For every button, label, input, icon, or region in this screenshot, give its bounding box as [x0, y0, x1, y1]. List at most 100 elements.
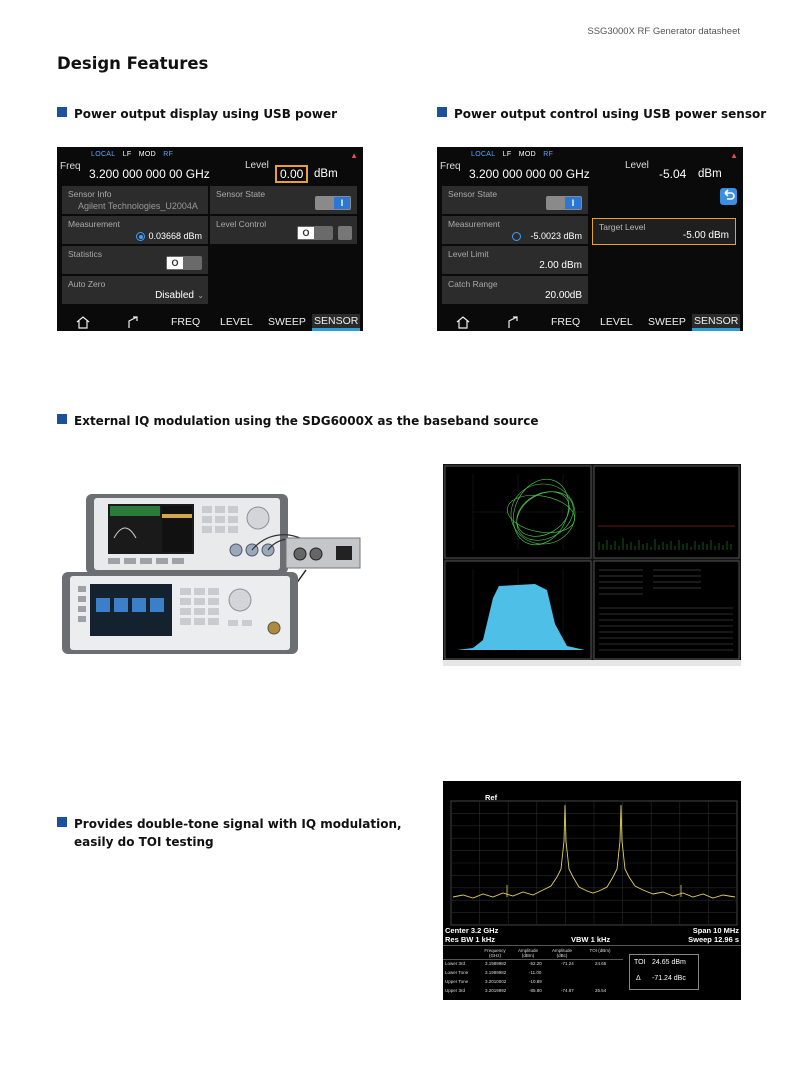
- sensor-state-toggle[interactable]: I: [546, 196, 582, 210]
- sensor-alert-icon: ▲: [730, 151, 738, 160]
- tab-freq[interactable]: FREQ: [171, 316, 201, 328]
- target-level-cell[interactable]: Target Level -5.00 dBm: [592, 218, 736, 245]
- bottom-nav: FREQ LEVEL SWEEP SENSOR: [437, 312, 743, 331]
- target-level-value: -5.00 dBm: [682, 230, 729, 241]
- sensor-state-cell[interactable]: Sensor State I: [210, 186, 357, 214]
- status-lf: LF: [122, 151, 132, 158]
- col-header-toi: TOI (dBm): [589, 948, 611, 953]
- sensor-alert-icon: ▲: [350, 151, 358, 160]
- level-limit-cell[interactable]: Level Limit 2.00 dBm: [442, 246, 588, 274]
- tab-sensor[interactable]: SENSOR: [312, 314, 361, 331]
- status-mod: MOD: [518, 151, 536, 158]
- measurement-label: Measurement: [68, 219, 120, 229]
- home-icon[interactable]: [455, 315, 471, 329]
- status-lf: LF: [502, 151, 512, 158]
- toggle-knob: O: [298, 227, 314, 239]
- sensor-state-toggle[interactable]: I: [315, 196, 351, 210]
- back-icon[interactable]: [720, 188, 737, 205]
- freq-value[interactable]: 3.200 000 000 00 GHz: [469, 167, 590, 181]
- freq-value[interactable]: 3.200 000 000 00 GHz: [89, 167, 210, 181]
- tab-level[interactable]: LEVEL: [600, 316, 633, 328]
- measurement-cell[interactable]: Measurement -5.0023 dBm: [442, 216, 588, 244]
- analyzer-settings-bar: Center 3.2 GHz Span 10 MHz Res BW 1 kHz …: [443, 926, 741, 944]
- sweep-time: Sweep 12.96 s: [688, 935, 739, 944]
- chevron-down-icon: ⌄: [197, 291, 204, 300]
- bottom-nav: FREQ LEVEL SWEEP SENSOR: [57, 312, 363, 331]
- bullet-square-icon: [57, 817, 67, 827]
- level-value[interactable]: -5.04: [659, 167, 687, 181]
- status-rf: RF: [543, 151, 554, 158]
- center-freq: Center 3.2 GHz: [445, 926, 499, 935]
- sensor-screen-display: LOCAL LF MOD RF ▲ Freq 3.200 000 000 00 …: [57, 147, 363, 331]
- delta-value: -71.24 dBc: [652, 975, 686, 982]
- sensor-info-value: Agilent Technologies_U2004A: [78, 201, 198, 211]
- auto-zero-value: Disabled: [155, 290, 194, 301]
- bullet-square-icon: [57, 414, 67, 424]
- level-value[interactable]: 0.00: [275, 165, 309, 183]
- toi-spectrum-screenshot: Ref Center 3.2 GHz Span 10 MHz Res BW 1 …: [443, 781, 741, 1000]
- measurement-cell[interactable]: Measurement 0.03668 dBm: [62, 216, 208, 244]
- page-title: Design Features: [57, 54, 209, 73]
- sensor-state-cell[interactable]: Sensor State I: [442, 186, 588, 214]
- tab-level[interactable]: LEVEL: [220, 316, 253, 328]
- ref-label: Ref: [485, 793, 498, 802]
- status-bar: LOCAL LF MOD RF: [91, 151, 178, 158]
- datasheet-header: SSG3000X RF Generator datasheet: [587, 26, 740, 37]
- toggle-knob: I: [565, 197, 581, 209]
- section-title-line-1: Provides double-tone signal with IQ modu…: [74, 817, 402, 831]
- section-title: Power output display using USB power: [74, 107, 338, 121]
- catch-range-label: Catch Range: [448, 279, 498, 289]
- sensor-state-label: Sensor State: [216, 189, 266, 199]
- section-title-line-2: easily do TOI testing: [74, 835, 214, 849]
- catch-range-unit: dB: [569, 290, 582, 301]
- target-level-label: Target Level: [599, 222, 646, 232]
- instruments-photo: [62, 494, 361, 654]
- bullet-square-icon: [57, 107, 67, 117]
- status-local: LOCAL: [471, 151, 496, 158]
- level-label: Level: [245, 160, 269, 171]
- section-title: External IQ modulation using the SDG6000…: [74, 414, 539, 428]
- level-limit-label: Level Limit: [448, 249, 489, 259]
- span: Span 10 MHz: [692, 926, 739, 935]
- section-usb-power-display: Power output display using USB power: [57, 105, 337, 123]
- tab-sweep[interactable]: SWEEP: [648, 316, 686, 328]
- section-external-iq: External IQ modulation using the SDG6000…: [57, 412, 538, 430]
- status-local: LOCAL: [91, 151, 116, 158]
- statistics-cell[interactable]: Statistics O: [62, 246, 208, 274]
- level-control-toggle[interactable]: O: [297, 226, 333, 240]
- measurement-radio[interactable]: [512, 232, 521, 241]
- measurement-value: -5.0023 dBm: [530, 231, 582, 241]
- tab-freq[interactable]: FREQ: [551, 316, 581, 328]
- auto-zero-cell[interactable]: Auto Zero Disabled ⌄: [62, 276, 208, 304]
- delta-label: Δ: [636, 975, 641, 982]
- statistics-toggle[interactable]: O: [166, 256, 202, 270]
- status-mod: MOD: [138, 151, 156, 158]
- toi-value: 24.65 dBm: [652, 959, 686, 966]
- section-usb-power-control: Power output control using USB power sen…: [437, 105, 766, 123]
- tab-sweep[interactable]: SWEEP: [268, 316, 306, 328]
- tab-sensor[interactable]: SENSOR: [692, 314, 741, 331]
- sensor-info-cell[interactable]: Sensor Info Agilent Technologies_U2004A: [62, 186, 208, 214]
- col-header-frequency: Frequency (GHz): [484, 948, 506, 958]
- measurement-radio[interactable]: [136, 232, 145, 241]
- status-bar: LOCAL LF MOD RF: [471, 151, 558, 158]
- level-control-cell[interactable]: Level Control O: [210, 216, 357, 244]
- catch-range-value: 20.00: [544, 290, 570, 301]
- level-limit-value: 2.00 dBm: [539, 260, 582, 271]
- level-label: Level: [625, 160, 649, 171]
- settings-icon[interactable]: [338, 226, 352, 240]
- toi-summary-box: TOI 24.65 dBm Δ -71.24 dBc: [629, 954, 699, 990]
- shortcut-arrow-icon[interactable]: [125, 315, 141, 329]
- freq-label: Freq: [60, 161, 81, 172]
- catch-range-cell[interactable]: Catch Range 20.00 dB: [442, 276, 588, 304]
- toi-label: TOI: [634, 959, 646, 966]
- level-control-label: Level Control: [216, 219, 267, 229]
- sensor-state-label: Sensor State: [448, 189, 498, 199]
- sensor-info-label: Sensor Info: [68, 189, 112, 199]
- shortcut-arrow-icon[interactable]: [505, 315, 521, 329]
- section-double-tone: Provides double-tone signal with IQ modu…: [57, 815, 402, 851]
- freq-label: Freq: [440, 161, 461, 172]
- home-icon[interactable]: [75, 315, 91, 329]
- col-header-amplitude-dbm: Amplitude (dBm): [517, 948, 538, 958]
- sensor-screen-control: LOCAL LF MOD RF ▲ Freq 3.200 000 000 00 …: [437, 147, 743, 331]
